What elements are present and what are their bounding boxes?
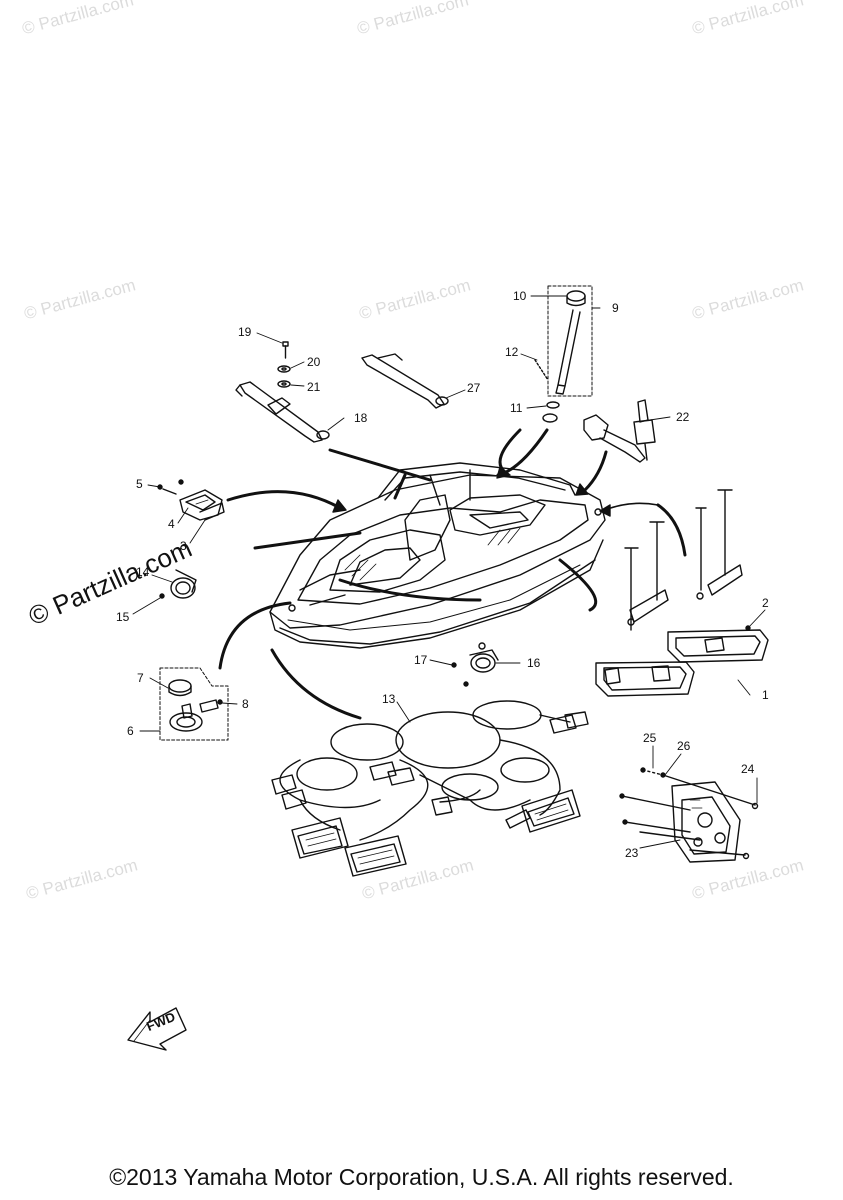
speaker-14-15 [159, 569, 197, 599]
callout-11: 11 [510, 401, 523, 415]
callout-18: 18 [354, 411, 368, 425]
callout-4: 4 [168, 517, 175, 531]
callout-1: 1 [762, 688, 769, 702]
wiring-harness-13 [271, 700, 589, 877]
callout-16: 16 [527, 656, 541, 670]
callout-5: 5 [136, 477, 143, 491]
callout-10: 10 [513, 289, 527, 303]
cleat-3-4-5 [157, 479, 225, 521]
callout-6: 6 [127, 724, 134, 738]
callout-23: 23 [625, 846, 639, 860]
boat-hull [269, 462, 606, 649]
fwd-arrow-icon [127, 1007, 187, 1051]
battery-box-1-2 [595, 489, 769, 697]
callout-9: 9 [612, 301, 619, 315]
copyright-notice: ©2013 Yamaha Motor Corporation, U.S.A. A… [109, 1164, 734, 1190]
callout-15: 15 [116, 610, 130, 624]
bracket-23-26 [619, 767, 759, 863]
callout-21: 21 [307, 380, 321, 394]
callout-26: 26 [677, 739, 691, 753]
callout-19: 19 [238, 325, 252, 339]
callout-24: 24 [741, 762, 755, 776]
callout-17: 17 [414, 653, 428, 667]
callout-leaders [132, 295, 766, 849]
handrail-18 [235, 381, 330, 443]
callout-14: 14 [136, 565, 150, 579]
bolt-19 [282, 341, 289, 359]
speaker-16-17 [451, 642, 499, 687]
callout-22: 22 [676, 410, 690, 424]
callout-27: 27 [467, 381, 481, 395]
drain-group-6-7-8 [159, 667, 229, 741]
sensor-22 [583, 399, 656, 463]
callout-12: 12 [505, 345, 519, 359]
callout-8: 8 [242, 697, 249, 711]
callout-2: 2 [762, 596, 769, 610]
callout-7: 7 [137, 671, 144, 685]
callout-13: 13 [382, 692, 396, 706]
callout-20: 20 [307, 355, 321, 369]
leader-arrows [218, 428, 687, 720]
fuel-filler-group [534, 285, 593, 423]
handrail-27 [361, 353, 449, 409]
washers-20-21 [277, 365, 291, 388]
callout-25: 25 [643, 731, 657, 745]
callout-3: 3 [180, 539, 187, 553]
